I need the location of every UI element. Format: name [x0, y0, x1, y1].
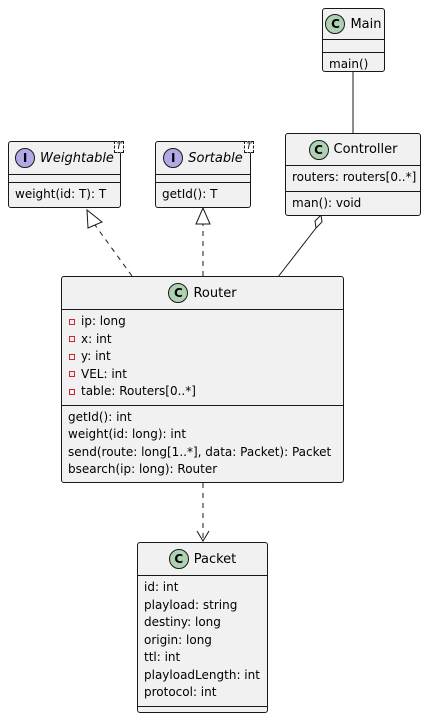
field: x: int [68, 331, 337, 349]
aggregation-controller-router [277, 227, 317, 278]
interface-sortable-fields [156, 175, 250, 183]
interface-icon: I [15, 148, 36, 168]
realization-router-weightable [94, 224, 133, 277]
method: getId(): T [162, 187, 218, 201]
class-router-fields: ip: long x: int y: int VEL: int table: R… [62, 310, 343, 406]
class-router-header: C Router [62, 277, 343, 310]
class-name: Controller [333, 142, 398, 157]
method: main() [329, 57, 369, 71]
dependency-arrowhead [196, 530, 210, 542]
class-router[interactable]: C Router ip: long x: int y: int VEL: int… [61, 276, 344, 483]
class-packet[interactable]: C Packet id: int playload: string destin… [137, 542, 268, 713]
interface-sortable[interactable]: T I Sortable getId(): T [155, 141, 254, 208]
class-icon: C [168, 549, 189, 569]
field: destiny: long [144, 615, 221, 629]
field: playload: string [144, 597, 238, 612]
class-main-fields [323, 40, 384, 53]
realization-arrowhead-sortable [195, 206, 211, 225]
class-router-methods: getId(): int weight(id: long): int send(… [62, 406, 343, 483]
method: weight(id: long): int [68, 427, 187, 441]
interface-weightable-header: I Weightable [9, 142, 120, 175]
field: table: Routers[0..*] [68, 383, 337, 401]
field: VEL: int [68, 366, 337, 384]
class-main-header: C Main [323, 9, 384, 40]
class-controller-methods: man(): void [286, 192, 420, 217]
interface-sortable-methods: getId(): T [156, 183, 250, 208]
private-marker-icon [69, 388, 75, 395]
field: protocol: int [144, 685, 217, 699]
field: playloadLength: int [144, 667, 260, 682]
field: routers: routers[0..*] [292, 170, 417, 184]
method: getId(): int [68, 409, 132, 424]
interface-name: Sortable [188, 150, 243, 166]
interface-name: Weightable [40, 150, 114, 166]
class-packet-header: C Packet [138, 543, 267, 576]
field: ip: long [68, 313, 337, 331]
class-main[interactable]: C Main main() [322, 8, 385, 72]
class-icon: C [168, 283, 189, 303]
aggregation-diamond [314, 213, 323, 230]
class-name: Packet [193, 551, 237, 567]
field: origin: long [144, 632, 212, 647]
field: id: int [144, 580, 179, 594]
private-marker-icon [69, 336, 75, 343]
interface-weightable[interactable]: T I Weightable weight(id: T): T [8, 141, 124, 208]
type-parameter: T [114, 141, 124, 153]
interface-icon: I [163, 148, 184, 168]
private-marker-icon [69, 318, 75, 325]
realization-arrowhead-weightable [86, 208, 103, 229]
class-packet-fields: id: int playload: string destiny: long o… [138, 576, 267, 707]
class-icon: C [325, 14, 346, 34]
class-controller-fields: routers: routers[0..*] [286, 166, 420, 192]
class-name: Main [350, 16, 382, 32]
class-packet-methods [138, 707, 267, 716]
class-icon: C [308, 139, 329, 160]
type-parameter: T [244, 141, 254, 153]
class-name: Router [193, 285, 237, 301]
method: man(): void [292, 195, 362, 210]
method: bsearch(ip: long): Router [68, 462, 218, 476]
private-marker-icon [69, 371, 75, 378]
field: ttl: int [144, 650, 181, 664]
class-controller-header: C Controller [286, 134, 420, 166]
interface-sortable-header: I Sortable [156, 142, 250, 175]
method: weight(id: T): T [15, 187, 107, 201]
interface-weightable-fields [9, 175, 120, 183]
interface-weightable-methods: weight(id: T): T [9, 183, 120, 208]
method: send(route: long[1..*], data: Packet): P… [68, 444, 332, 459]
class-main-methods: main() [323, 53, 384, 78]
field: y: int [68, 348, 337, 366]
private-marker-icon [69, 353, 75, 360]
class-controller[interactable]: C Controller routers: routers[0..*] man(… [285, 133, 421, 216]
